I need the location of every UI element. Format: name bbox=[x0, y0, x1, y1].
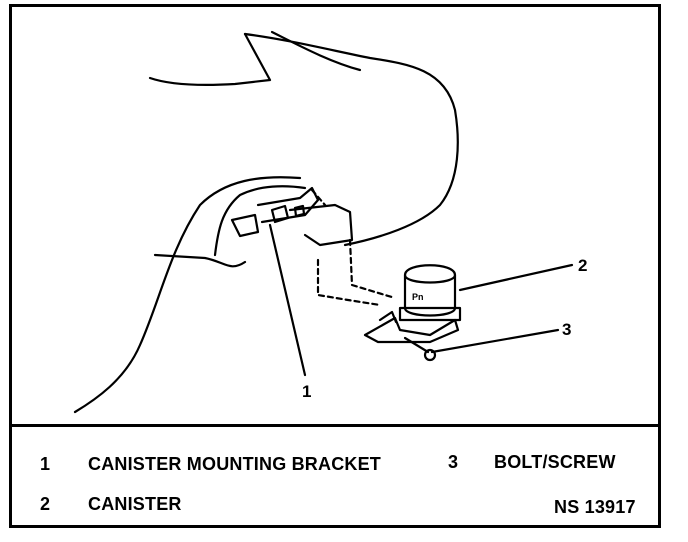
legend-num-2: 2 bbox=[40, 494, 51, 514]
legend-label-1: CANISTER MOUNTING BRACKET bbox=[88, 454, 381, 474]
leader-3 bbox=[430, 328, 560, 354]
legend-num-1: 1 bbox=[40, 454, 51, 474]
legend-divider bbox=[9, 424, 661, 427]
inner-panel bbox=[153, 253, 247, 268]
canister-bracket bbox=[363, 316, 460, 344]
legend-num-3: 3 bbox=[448, 452, 459, 472]
bracket-detail bbox=[270, 204, 290, 224]
figure-id: NS 13917 bbox=[554, 497, 636, 517]
wheelwell-inner bbox=[213, 185, 307, 257]
canister-top bbox=[403, 264, 457, 277]
callout-2: 2 bbox=[578, 256, 588, 275]
dashed-guide-3 bbox=[348, 238, 397, 300]
canister-text: Pn bbox=[412, 292, 424, 302]
bracket-body bbox=[230, 213, 260, 238]
body-panel-line bbox=[148, 32, 272, 87]
dashed-guide-1 bbox=[316, 258, 382, 307]
fender-outline bbox=[243, 32, 459, 247]
upper-body-line bbox=[270, 30, 362, 72]
dashed-guide-2 bbox=[310, 188, 327, 207]
bolt-head bbox=[423, 348, 437, 362]
diagram-frame bbox=[9, 4, 661, 528]
leader-2 bbox=[458, 263, 574, 292]
callout-1: 1 bbox=[302, 382, 312, 401]
canister-tab bbox=[378, 310, 398, 324]
bracket-hole bbox=[293, 204, 306, 218]
callout-3: 3 bbox=[562, 320, 572, 339]
leader-1 bbox=[268, 223, 307, 377]
legend-label-2: CANISTER bbox=[88, 494, 182, 514]
wheelwell-outer bbox=[73, 176, 302, 414]
bolt-shaft bbox=[403, 336, 430, 354]
legend-label-3: BOLT/SCREW bbox=[494, 452, 616, 472]
bracket-mount bbox=[288, 203, 354, 247]
canister-band bbox=[398, 306, 462, 322]
